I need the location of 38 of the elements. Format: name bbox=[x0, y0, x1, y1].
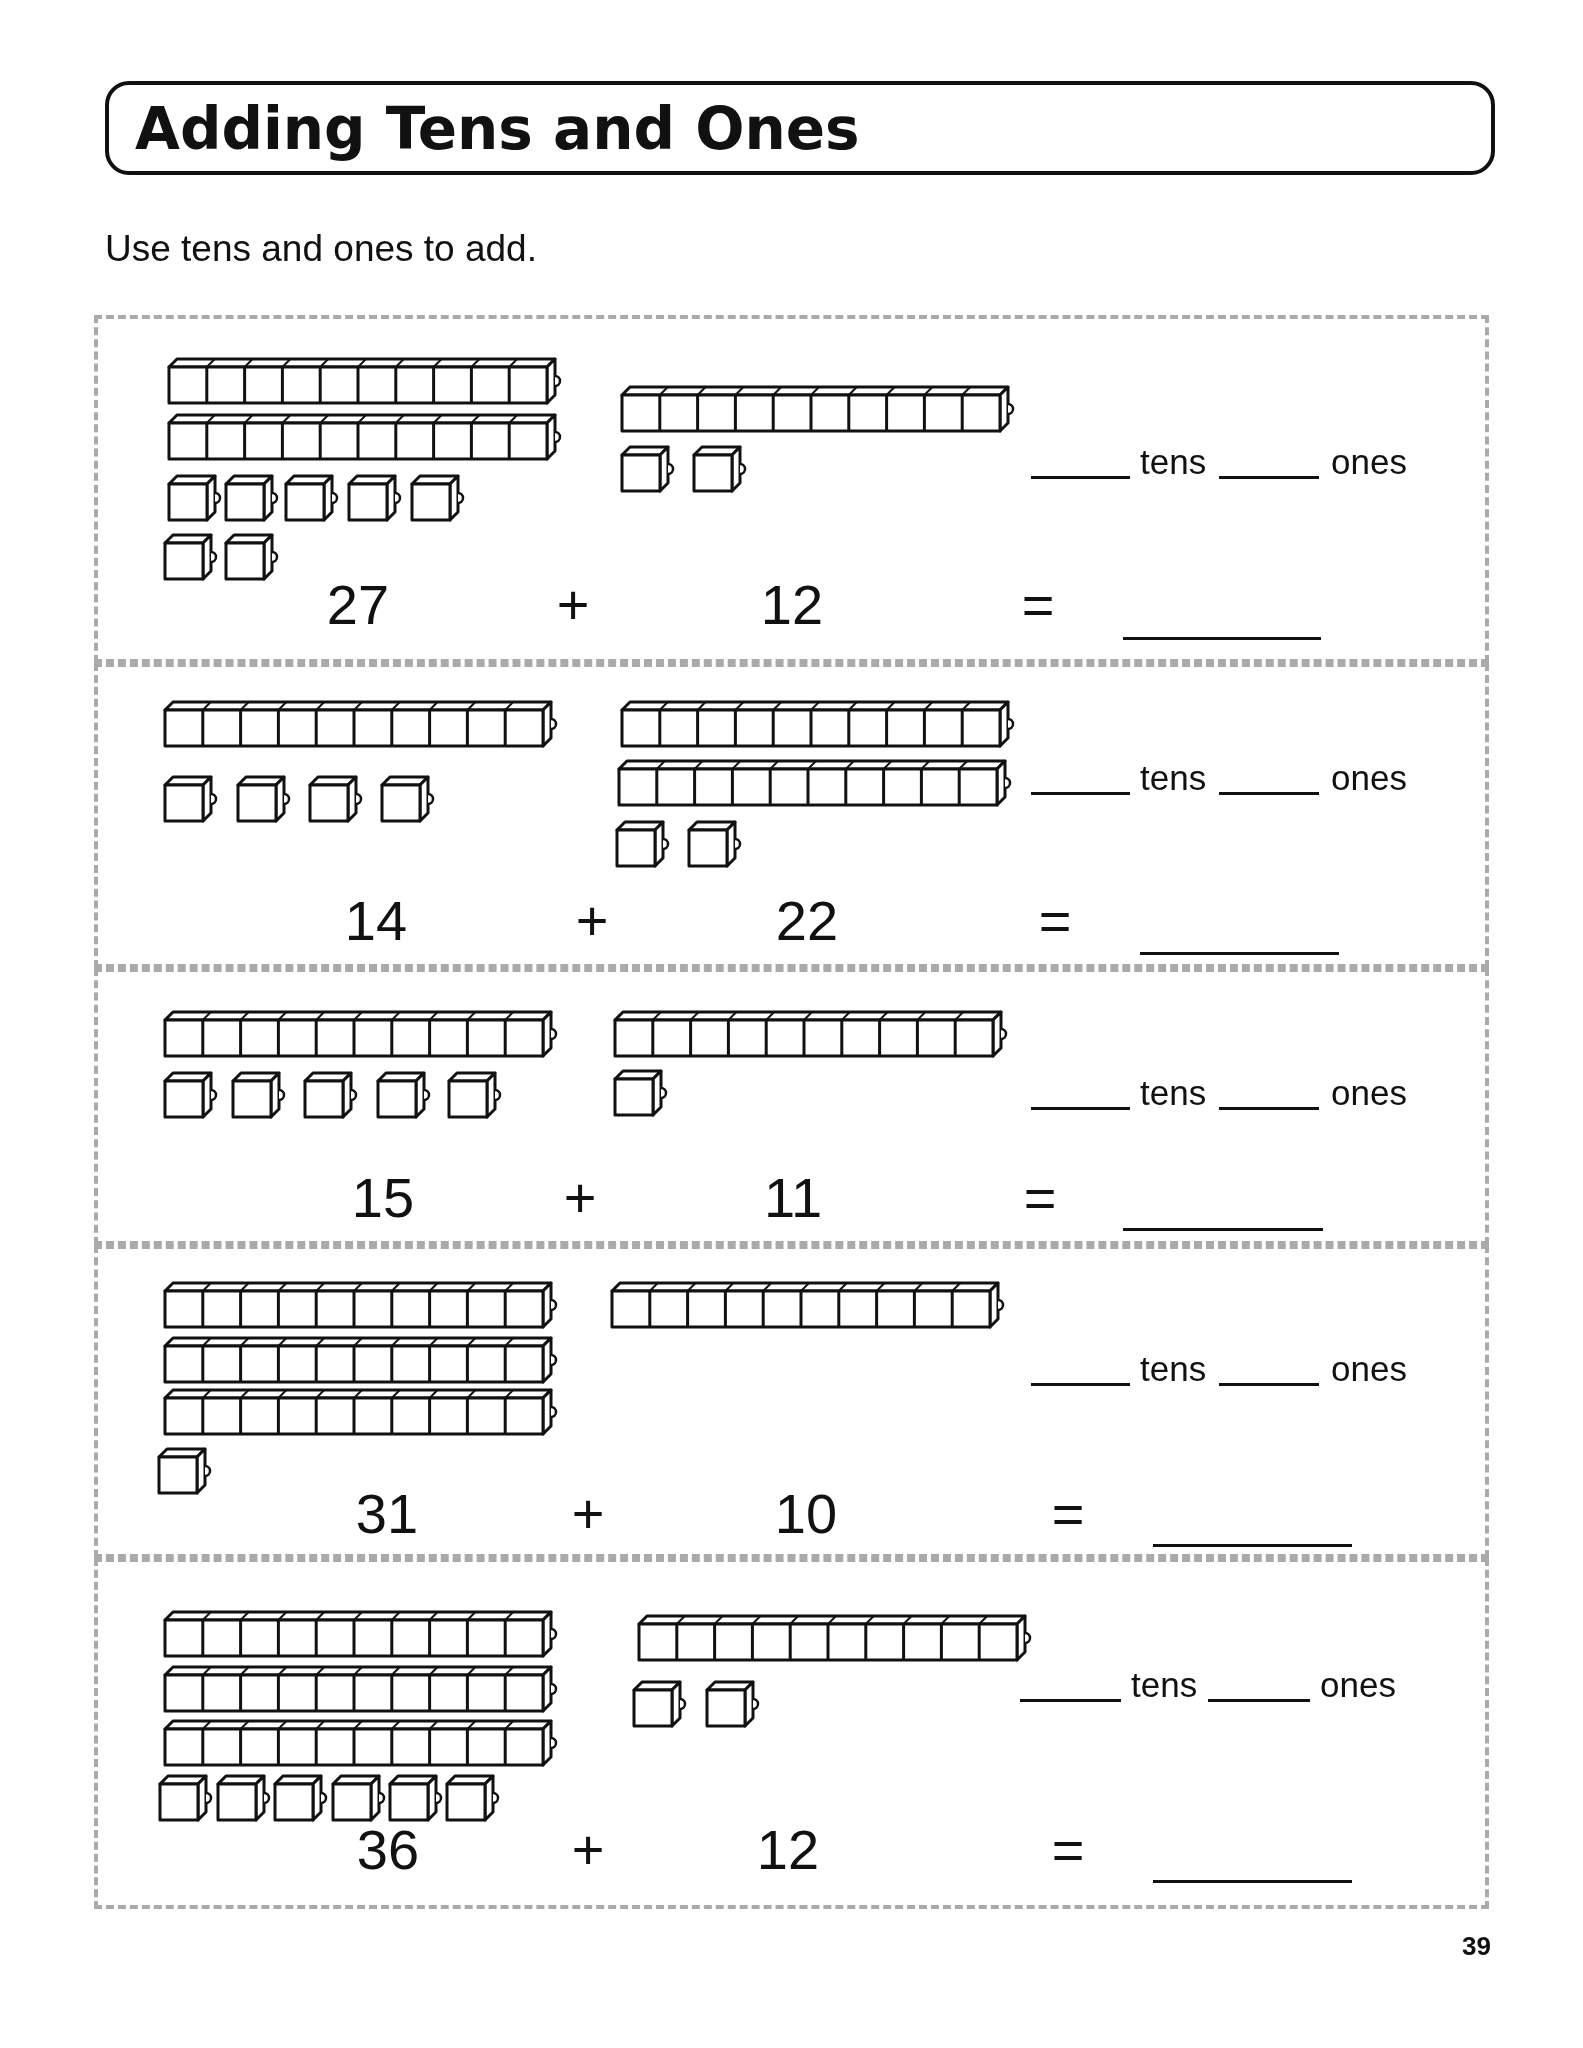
problem-panel bbox=[94, 1245, 1489, 1558]
plus-sign: + bbox=[563, 1170, 597, 1226]
equals-sign: = bbox=[1021, 577, 1055, 633]
equals-sign: = bbox=[1023, 1170, 1057, 1226]
equals-sign: = bbox=[1038, 893, 1072, 949]
problem-panel bbox=[94, 315, 1489, 663]
plus-sign: + bbox=[571, 1486, 605, 1542]
page-number: 39 bbox=[1462, 1933, 1491, 1959]
unit-label: tens bbox=[1140, 1351, 1207, 1386]
problem-panel bbox=[94, 968, 1489, 1245]
unit-label: tens bbox=[1140, 760, 1207, 795]
unit-label: tens bbox=[1140, 444, 1207, 479]
addend-number: 22 bbox=[775, 893, 839, 949]
plus-sign: + bbox=[571, 1822, 605, 1878]
plus-sign: + bbox=[556, 577, 590, 633]
unit-label: ones bbox=[1320, 1667, 1396, 1702]
plus-sign: + bbox=[575, 893, 609, 949]
addend-number: 36 bbox=[356, 1822, 420, 1878]
unit-label: tens bbox=[1140, 1075, 1207, 1110]
unit-label: ones bbox=[1331, 760, 1407, 795]
worksheet-title: Adding Tens and Ones bbox=[135, 95, 860, 163]
instruction-text: Use tens and ones to add. bbox=[105, 230, 537, 267]
problem-panel bbox=[94, 663, 1489, 968]
unit-label: tens bbox=[1131, 1667, 1198, 1702]
unit-label: ones bbox=[1331, 1351, 1407, 1386]
addend-number: 11 bbox=[763, 1170, 823, 1226]
unit-label: ones bbox=[1331, 444, 1407, 479]
addend-number: 12 bbox=[756, 1822, 820, 1878]
addend-number: 12 bbox=[760, 577, 824, 633]
addend-number: 10 bbox=[774, 1486, 838, 1542]
addend-number: 15 bbox=[351, 1170, 415, 1226]
addend-number: 31 bbox=[355, 1486, 419, 1542]
problem-panel bbox=[94, 1558, 1489, 1909]
addend-number: 27 bbox=[326, 577, 390, 633]
addend-number: 14 bbox=[344, 893, 408, 949]
unit-label: ones bbox=[1331, 1075, 1407, 1110]
equals-sign: = bbox=[1051, 1486, 1085, 1542]
equals-sign: = bbox=[1051, 1822, 1085, 1878]
